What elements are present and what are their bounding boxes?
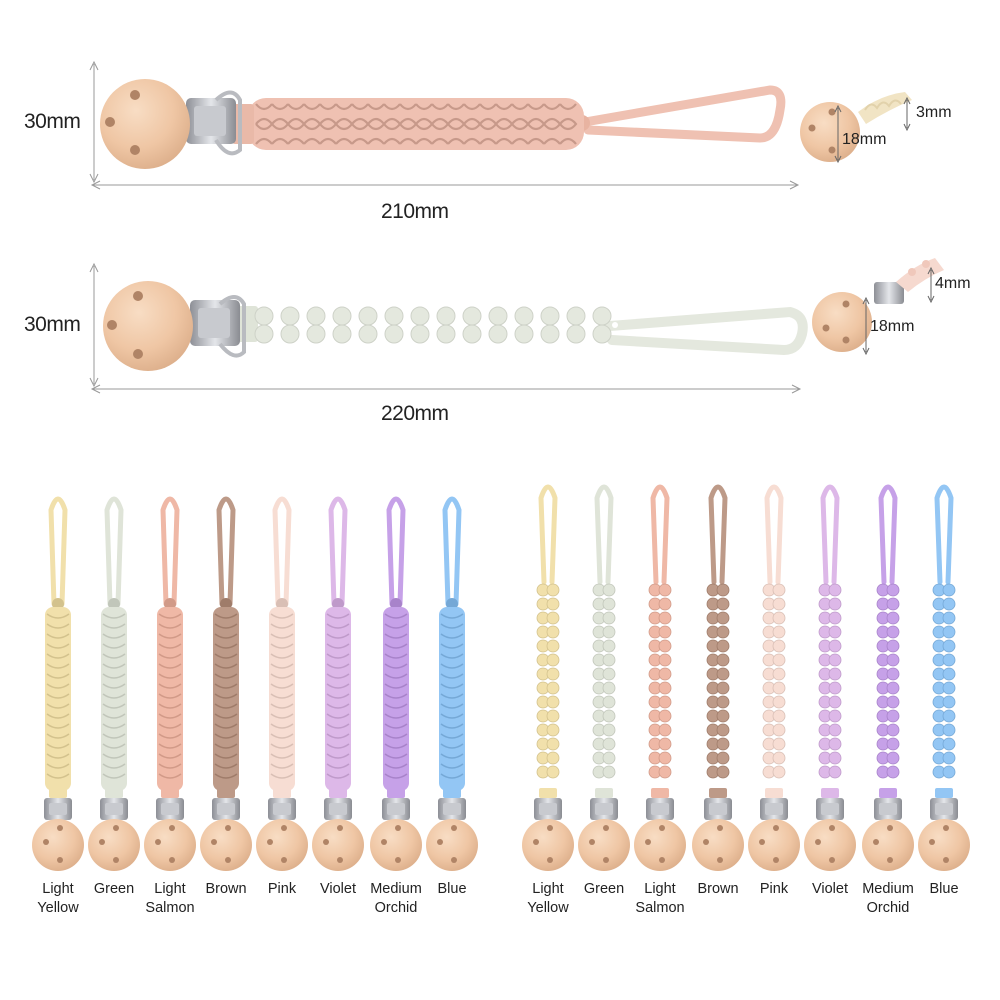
braided-caption-line2: Orchid <box>374 900 418 916</box>
knotted-caption-line1: Pink <box>759 881 789 897</box>
bottom-pacifier-clip <box>89 258 944 394</box>
top-loop <box>580 85 786 143</box>
bottom-strand-size-label: 4mm <box>935 275 971 292</box>
braided-caption-line1: Violet <box>319 881 356 897</box>
knotted-caption-line1: Light <box>644 881 676 897</box>
knotted-caption-5: Violet <box>798 880 862 899</box>
top-height-label: 30mm <box>24 110 81 133</box>
top-length-label: 210mm <box>381 200 449 223</box>
knotted-strap-6 <box>862 484 914 871</box>
braided-caption-7: Blue <box>420 880 484 899</box>
braided-caption-1: Green <box>82 880 146 899</box>
knotted-caption-line1: Medium <box>862 881 914 897</box>
bottom-clip-size-label: 18mm <box>870 318 915 335</box>
braided-caption-line1: Light <box>154 881 186 897</box>
braided-strap-4 <box>256 496 308 871</box>
braided-strap-1 <box>88 496 140 871</box>
braided-strap-6 <box>370 496 422 871</box>
knotted-caption-7: Blue <box>912 880 976 899</box>
braided-caption-line1: Blue <box>437 881 467 897</box>
knotted-variants-row <box>522 484 970 871</box>
knotted-caption-1: Green <box>572 880 636 899</box>
knotted-caption-line2: Orchid <box>866 900 910 916</box>
braided-strap-5 <box>312 496 364 871</box>
braided-strap-0 <box>32 496 84 871</box>
knotted-strap-0 <box>522 484 574 871</box>
braided-caption-line2: Yellow <box>37 900 79 916</box>
top-strand-size-label: 3mm <box>916 104 952 121</box>
knotted-strap-7 <box>918 484 970 871</box>
knotted-caption-line1: Green <box>583 881 625 897</box>
braided-caption-line1: Medium <box>370 881 422 897</box>
knotted-caption-line1: Light <box>532 881 564 897</box>
knotted-strap-3 <box>692 484 744 871</box>
braided-caption-line2: Salmon <box>145 900 195 916</box>
braided-strap-3 <box>200 496 252 871</box>
knotted-strap-1 <box>578 484 630 871</box>
knotted-caption-line1: Brown <box>697 881 739 897</box>
braided-caption-line1: Pink <box>267 881 297 897</box>
knotted-strap-5 <box>804 484 856 871</box>
braided-caption-5: Violet <box>306 880 370 899</box>
braided-strap-2 <box>144 496 196 871</box>
braided-caption-line1: Green <box>93 881 135 897</box>
bottom-height-label: 30mm <box>24 313 81 336</box>
knotted-caption-4: Pink <box>742 880 806 899</box>
knotted-caption-line2: Yellow <box>527 900 569 916</box>
braided-variants-row <box>32 496 478 871</box>
knotted-caption-line1: Blue <box>929 881 959 897</box>
knotted-strap-2 <box>634 484 686 871</box>
top-clip-size-label: 18mm <box>842 131 887 148</box>
braided-caption-line1: Light <box>42 881 74 897</box>
braided-strap-7 <box>426 496 478 871</box>
bottom-length-label: 220mm <box>381 402 449 425</box>
braided-caption-line1: Brown <box>205 881 247 897</box>
knotted-caption-line1: Violet <box>811 881 848 897</box>
top-pacifier-clip <box>89 60 912 190</box>
braided-caption-4: Pink <box>250 880 314 899</box>
knotted-caption-line2: Salmon <box>635 900 685 916</box>
braided-caption-3: Brown <box>194 880 258 899</box>
knotted-caption-3: Brown <box>686 880 750 899</box>
knotted-strap-4 <box>748 484 800 871</box>
